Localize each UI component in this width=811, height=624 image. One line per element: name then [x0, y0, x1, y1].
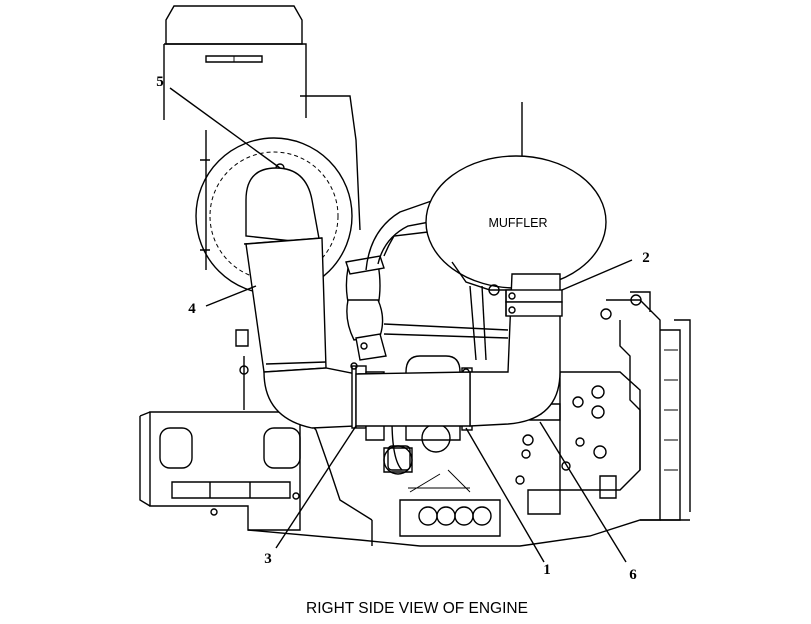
callout-2: 2: [642, 250, 650, 266]
muffler-label: MUFFLER: [488, 216, 547, 230]
muffler: MUFFLER: [425, 102, 607, 296]
callout-labels: 5 4 2 3 1 6: [156, 74, 650, 583]
callout-1: 1: [543, 562, 551, 578]
callout-6: 6: [629, 567, 637, 583]
exhaust-elbow-pipe: [243, 167, 357, 429]
air-cleaner-housing: [163, 5, 361, 295]
callout-4: 4: [188, 301, 196, 317]
leader-lines: [169, 87, 633, 563]
callout-3: 3: [264, 551, 272, 567]
callout-5: 5: [156, 74, 164, 90]
exhaust-outlet-pipe: [355, 273, 563, 427]
diagram-caption: RIGHT SIDE VIEW OF ENGINE: [306, 600, 528, 617]
